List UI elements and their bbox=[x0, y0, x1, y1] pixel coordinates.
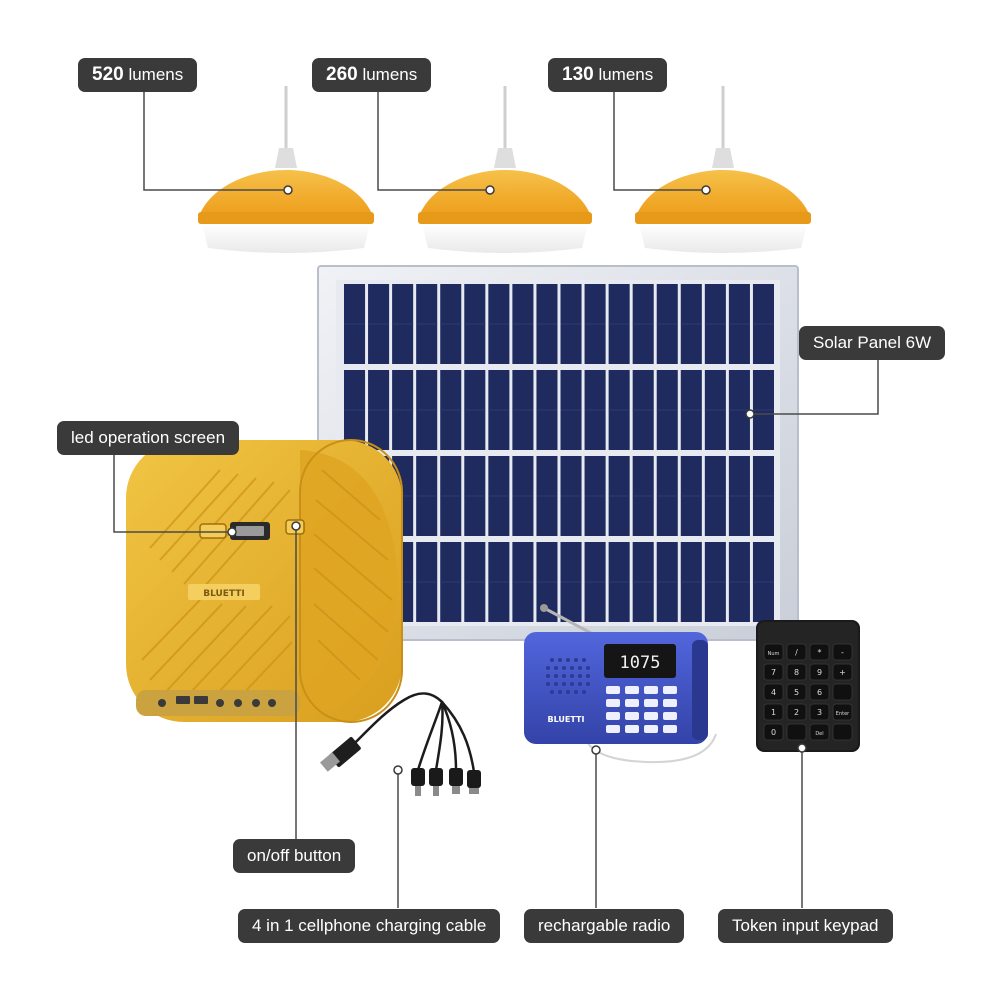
power-bank: BLUETTI bbox=[126, 439, 403, 723]
keypad-key-label: Enter bbox=[836, 711, 850, 717]
keypad-key bbox=[832, 643, 853, 661]
keypad-label: Token input keypad bbox=[718, 909, 893, 943]
keypad-key-label: 2 bbox=[794, 708, 799, 717]
lamp-icon bbox=[198, 86, 374, 253]
lamp-label-260: 260 lumens bbox=[312, 58, 432, 92]
lamp-lumens-unit: lumens bbox=[128, 65, 184, 84]
keypad-key-label: Num bbox=[768, 651, 780, 657]
keypad-key-label: 5 bbox=[794, 688, 799, 697]
keypad-key bbox=[786, 663, 807, 681]
keypad-key-label: / bbox=[795, 648, 798, 657]
keypad-keys: Num / * - 7 8 9 +4 5 6 1 2 3 Enter 0 Del bbox=[763, 643, 853, 741]
keypad-key bbox=[763, 643, 784, 661]
radio-brand: BLUETTI bbox=[548, 715, 585, 724]
keypad-key bbox=[809, 723, 830, 741]
keypad-key bbox=[832, 663, 853, 681]
keypad-key bbox=[809, 663, 830, 681]
keypad-key bbox=[832, 703, 853, 721]
radio-key bbox=[606, 725, 620, 733]
radio-key bbox=[606, 686, 620, 694]
lamp-icon bbox=[635, 86, 811, 253]
speaker-grille-icon bbox=[546, 658, 590, 694]
keypad: Num / * - 7 8 9 +4 5 6 1 2 3 Enter 0 Del bbox=[756, 620, 860, 752]
keypad-key-label: - bbox=[841, 648, 844, 657]
lamp-lumens-unit: lumens bbox=[598, 65, 654, 84]
keypad-key bbox=[786, 683, 807, 701]
radio-key bbox=[625, 686, 639, 694]
usb-plug-icon bbox=[320, 737, 361, 772]
lamp-label-130: 130 lumens bbox=[548, 58, 668, 92]
keypad-key-label: * bbox=[818, 648, 822, 657]
keypad-key bbox=[809, 683, 830, 701]
radio-key bbox=[644, 699, 658, 707]
lamp-lumens-value: 130 bbox=[562, 64, 594, 85]
keypad-key bbox=[763, 723, 784, 741]
keypad-key bbox=[763, 703, 784, 721]
radio-key bbox=[606, 712, 620, 720]
leader-lines bbox=[113, 92, 879, 908]
keypad-key-label: 6 bbox=[817, 688, 822, 697]
keypad-key-label: + bbox=[839, 668, 846, 677]
keypad-key-label: Del bbox=[815, 731, 823, 737]
radio-key bbox=[644, 725, 658, 733]
keypad-key-label: 1 bbox=[771, 708, 776, 717]
lamp-lumens-value: 520 bbox=[92, 64, 124, 85]
charging-cable-label: 4 in 1 cellphone charging cable bbox=[238, 909, 501, 943]
keypad-key bbox=[763, 663, 784, 681]
keypad-key-label: 3 bbox=[817, 708, 822, 717]
radio-key bbox=[663, 686, 677, 694]
lamp-label-520: 520 lumens bbox=[78, 58, 198, 92]
keypad-key-label: 4 bbox=[771, 688, 776, 697]
keypad-key bbox=[763, 683, 784, 701]
solar-panel bbox=[317, 265, 799, 641]
radio-key bbox=[625, 725, 639, 733]
radio-key bbox=[644, 686, 658, 694]
connector-tips bbox=[411, 768, 481, 796]
keypad-key bbox=[786, 723, 807, 741]
lamp-icon bbox=[418, 86, 592, 253]
charging-cable bbox=[344, 692, 476, 774]
keypad-key-label: 0 bbox=[771, 728, 776, 737]
radio-frequency-display: 1075 bbox=[620, 653, 661, 673]
radio-key bbox=[606, 699, 620, 707]
keypad-key bbox=[832, 683, 853, 701]
keypad-key-label: 8 bbox=[794, 668, 799, 677]
keypad-key bbox=[809, 703, 830, 721]
radio-key bbox=[644, 712, 658, 720]
brand-logo: BLUETTI bbox=[203, 589, 245, 599]
radio-key bbox=[625, 699, 639, 707]
keypad-key bbox=[786, 703, 807, 721]
solar-cells bbox=[344, 284, 774, 622]
radio-keys bbox=[606, 686, 677, 733]
keypad-key bbox=[786, 643, 807, 661]
radio-key bbox=[625, 712, 639, 720]
leader-dots bbox=[227, 185, 807, 775]
radio-key bbox=[663, 712, 677, 720]
radio: BLUETTI 1075 bbox=[524, 604, 717, 764]
keypad-key-label: 9 bbox=[817, 668, 822, 677]
radio-label: rechargable radio bbox=[524, 909, 685, 943]
lamp-lumens-unit: lumens bbox=[362, 65, 418, 84]
solar-panel-label: Solar Panel 6W bbox=[799, 326, 946, 360]
keypad-key bbox=[832, 723, 853, 741]
led-screen-label: led operation screen bbox=[57, 421, 240, 455]
lamp-lumens-value: 260 bbox=[326, 64, 358, 85]
radio-key bbox=[663, 699, 677, 707]
keypad-key bbox=[809, 643, 830, 661]
on-off-button-label: on/off button bbox=[233, 839, 356, 873]
keypad-key-label: 7 bbox=[771, 668, 776, 677]
radio-key bbox=[663, 725, 677, 733]
